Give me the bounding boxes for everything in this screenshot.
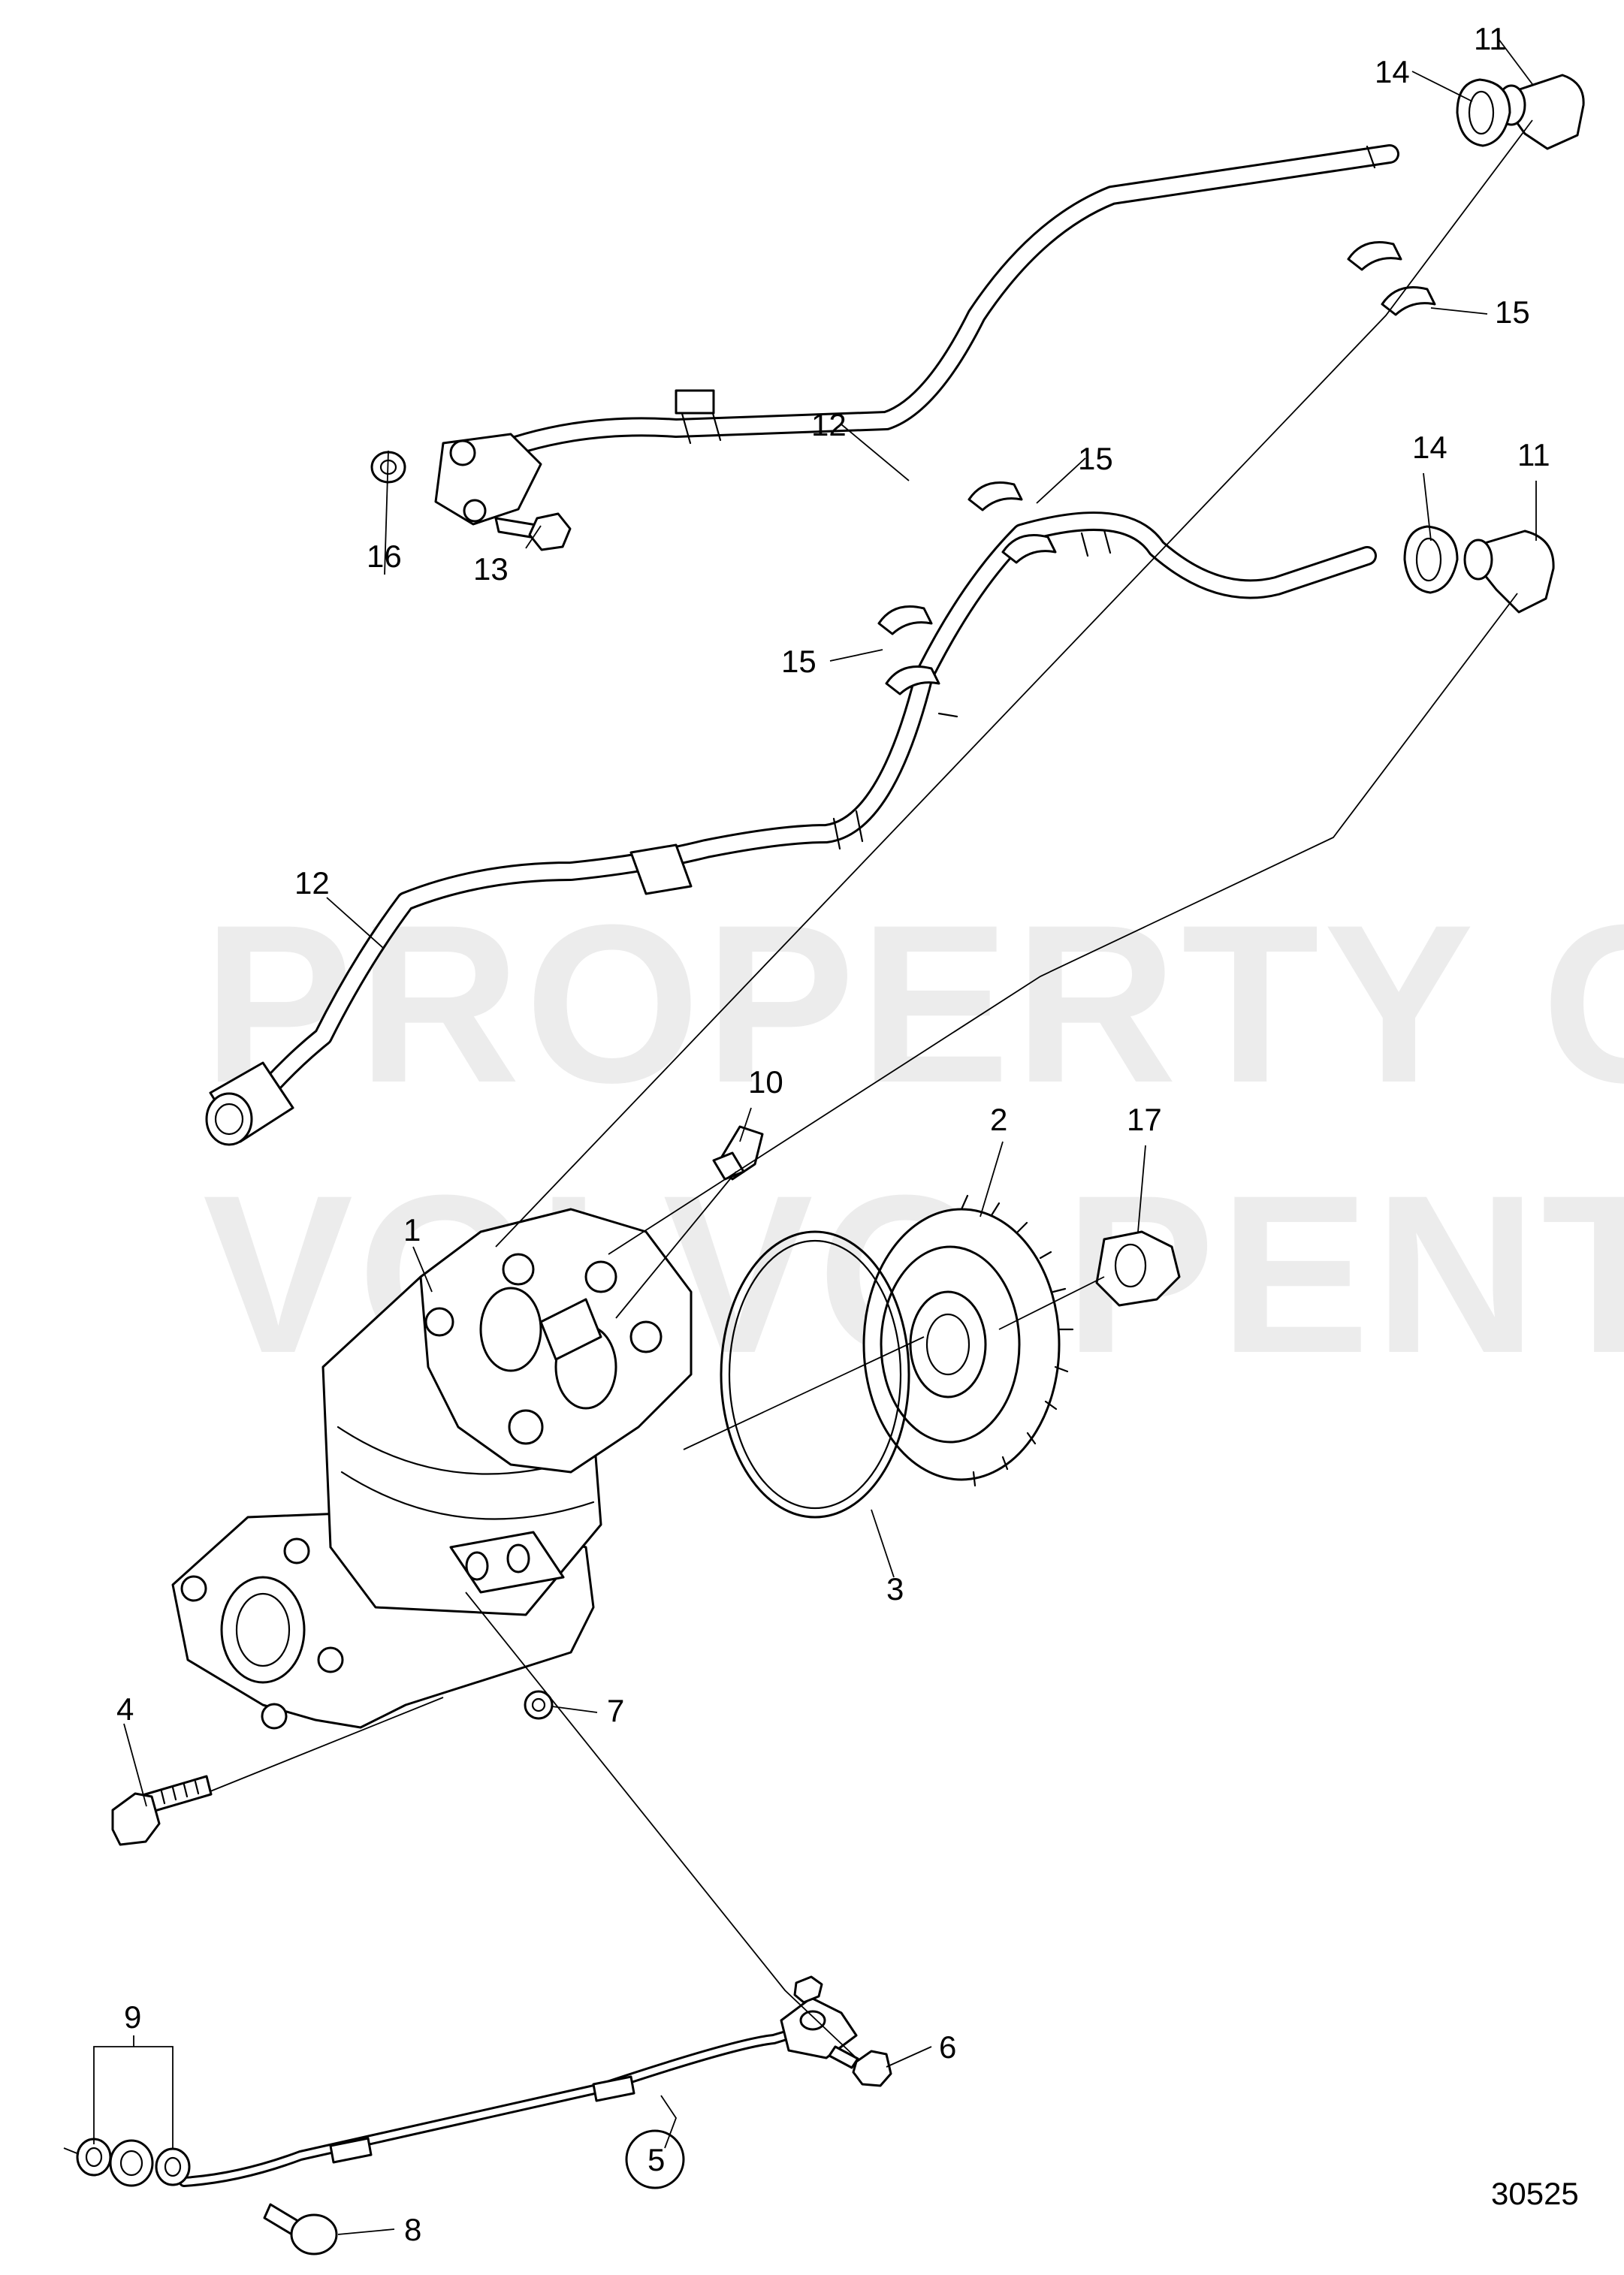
label-15-center: 15 <box>1078 441 1113 476</box>
label-13: 13 <box>473 551 509 587</box>
label-14-top: 14 <box>1375 54 1410 89</box>
label-15-top-right: 15 <box>1495 294 1530 330</box>
hose-clamp-top <box>1456 78 1511 147</box>
label-6: 6 <box>939 2029 956 2065</box>
pump-assembly <box>171 1208 693 1730</box>
hose-clip-center <box>967 481 1057 564</box>
label-2: 2 <box>990 1102 1007 1137</box>
o-ring-seal <box>720 1230 910 1519</box>
hose-clamp-mid <box>1403 525 1459 594</box>
label-5: 5 <box>647 2142 665 2177</box>
banjo-bolt-8 <box>263 2203 338 2255</box>
label-1: 1 <box>403 1212 421 1248</box>
label-11-mid: 11 <box>1517 437 1550 472</box>
label-11-top: 11 <box>1474 21 1507 56</box>
label-9: 9 <box>124 1999 141 2035</box>
label-4: 4 <box>116 1691 134 1727</box>
bolt-13 <box>494 512 572 551</box>
label-3: 3 <box>886 1571 904 1607</box>
label-15-left: 15 <box>781 644 817 679</box>
drawing-number: 30525 <box>1491 2176 1579 2211</box>
label-14-mid: 14 <box>1412 430 1447 465</box>
callout-circle-5 <box>625 2129 685 2189</box>
hose-clip-left <box>877 605 940 695</box>
leader-lines <box>63 38 1537 2235</box>
label-17: 17 <box>1127 1102 1162 1137</box>
bolt-6 <box>828 2045 892 2087</box>
washer-7 <box>524 1690 554 1720</box>
banjo-fitting <box>109 2139 154 2187</box>
label-8: 8 <box>404 2212 421 2247</box>
washer-9-left <box>76 2138 112 2177</box>
watermark-line-1: PROPERTY OF <box>203 877 1624 1130</box>
coolant-hose-lower <box>205 511 1377 1146</box>
drive-gear <box>862 1194 1074 1487</box>
hose-clip-top-right <box>1347 241 1436 316</box>
drain-pipe <box>179 1975 858 2187</box>
label-16: 16 <box>367 539 402 574</box>
label-10: 10 <box>748 1064 783 1100</box>
washer-9-right <box>155 2147 191 2186</box>
coolant-hose-upper <box>434 144 1399 526</box>
callout-labels: 11 14 15 12 15 14 11 16 13 15 12 10 2 17… <box>116 21 1550 2247</box>
label-7: 7 <box>607 1693 624 1728</box>
label-12-upper: 12 <box>811 407 847 442</box>
label-12-lower: 12 <box>294 865 330 901</box>
elbow-connector-mid <box>1463 530 1555 614</box>
bolt-4 <box>111 1775 213 1846</box>
nut-17 <box>1095 1230 1181 1307</box>
